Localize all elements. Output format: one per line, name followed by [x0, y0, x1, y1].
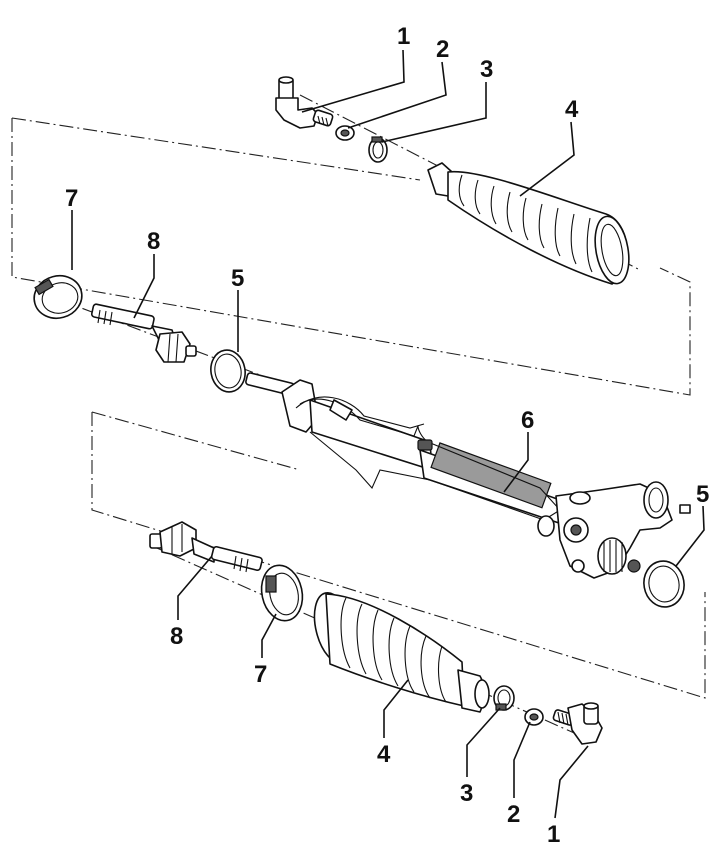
nut-lower [524, 708, 544, 726]
boot-clamp-small-upper [368, 136, 388, 163]
steering-boot-lower [313, 591, 490, 713]
nut-upper [335, 125, 355, 141]
callout-1-lower: 1 [547, 821, 560, 848]
callout-4-lower: 4 [377, 741, 391, 768]
callout-5-upper: 5 [231, 265, 244, 292]
tie-rod-end-lower [552, 702, 603, 745]
steering-rack-housing [245, 372, 691, 579]
callout-labels: 1 2 3 4 5 7 8 6 5 8 7 4 3 2 1 [65, 23, 709, 848]
callout-3-upper: 3 [480, 56, 493, 83]
callout-5-right: 5 [696, 481, 709, 508]
callout-1-upper: 1 [397, 23, 410, 50]
callout-8-upper: 8 [147, 228, 160, 255]
callout-7-upper: 7 [65, 185, 78, 212]
callout-4-upper: 4 [565, 96, 579, 123]
callout-7-lower: 7 [254, 661, 267, 688]
leader-lines [71, 49, 705, 819]
upper-assembly-frame [11, 117, 691, 396]
inner-tie-rod-lower [149, 521, 263, 573]
inner-tie-rod-upper [90, 303, 197, 363]
tie-rod-end-upper [275, 76, 334, 129]
boot-clamp-large-upper [33, 274, 83, 320]
callout-6-center: 6 [521, 407, 534, 434]
callout-2-lower: 2 [507, 801, 520, 828]
boot-clamp-small-lower [493, 685, 515, 711]
boot-clamp-large-lower [260, 564, 304, 622]
o-ring-upper [210, 349, 246, 393]
callout-3-lower: 3 [460, 780, 473, 807]
callout-2-upper: 2 [436, 36, 449, 63]
lower-assembly-frame [91, 411, 706, 699]
steering-boot-upper [427, 162, 630, 285]
callout-8-lower: 8 [170, 623, 183, 650]
o-ring-right [643, 560, 685, 608]
